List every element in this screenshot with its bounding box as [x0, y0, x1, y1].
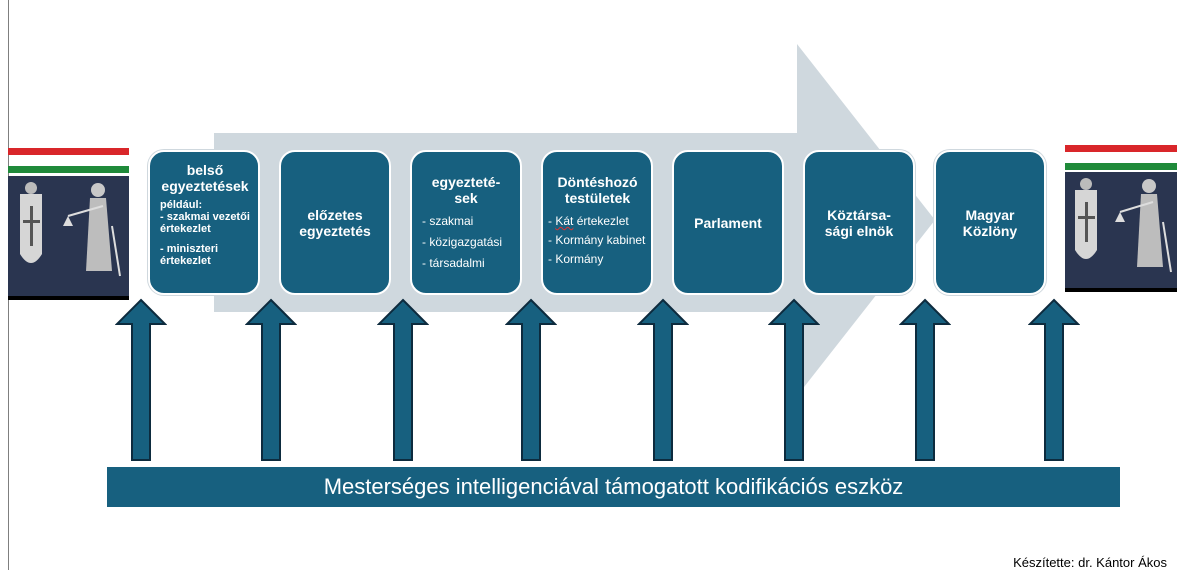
step-item: - miniszteri értekezlet	[160, 243, 219, 267]
step-belso-egyeztetesek: belső egyeztetések például: - szakmai ve…	[148, 150, 260, 295]
up-arrow-icon	[115, 298, 167, 461]
step-magyar-kozlony: Magyar Közlöny	[934, 150, 1046, 295]
step-donteshozo-testuletek: Döntéshozó testületek - Kát értekezlet -…	[541, 150, 653, 295]
up-arrow-icon	[1028, 298, 1080, 461]
step-item: - közigazgatási	[422, 235, 503, 249]
up-arrow-icon	[637, 298, 689, 461]
step-item-rest: értekezlet	[573, 214, 629, 228]
step-item-kat: Kát	[555, 214, 574, 228]
step-title: Döntéshozó testületek	[557, 174, 638, 206]
flag-stripe-green-right	[1065, 163, 1177, 170]
step-title: belső egyeztetések	[161, 162, 249, 194]
justice-emblem-right	[1065, 172, 1177, 292]
up-arrow-icon	[377, 298, 429, 461]
flag-stripe-green-left	[8, 166, 129, 173]
step-item-prefix: -	[548, 214, 556, 228]
hungarian-coat-of-arms-icon	[1075, 178, 1172, 273]
step-title: egyezteté-sek	[431, 174, 501, 206]
step-item: - Kát értekezlet	[548, 214, 647, 228]
up-arrow-icon	[899, 298, 951, 461]
step-title: Magyar Közlöny	[962, 206, 1018, 239]
justice-emblem-left	[8, 176, 129, 300]
up-arrow-icon	[245, 298, 297, 461]
step-elozetes-egyeztetes: előzetes egyeztetés	[279, 150, 391, 295]
up-arrow-icon	[768, 298, 820, 461]
flag-stripe-red-right	[1065, 145, 1177, 152]
flag-stripe-red-left	[8, 148, 129, 155]
step-title: előzetes egyeztetés	[299, 206, 371, 239]
step-parlament: Parlament	[672, 150, 784, 295]
author-credit: Készítette: dr. Kántor Ákos	[1013, 555, 1167, 570]
step-item: - szakmai	[422, 214, 474, 228]
step-egyeztetesek: egyezteté-sek - szakmai - közigazgatási …	[410, 150, 522, 295]
step-koztarsasagi-elnok: Köztársa-sági elnök	[803, 150, 915, 295]
step-item: - Kormány	[548, 252, 604, 266]
justitia-scales-icon	[20, 182, 121, 277]
step-subtitle: például:	[160, 199, 203, 211]
step-item: - Kormány kabinet	[548, 233, 646, 247]
step-item: - szakmai vezetői értekezlet	[160, 211, 250, 235]
ai-tool-banner: Mesterséges intelligenciával támogatott …	[107, 467, 1120, 507]
up-arrow-icon	[505, 298, 557, 461]
step-title: Parlament	[694, 214, 762, 231]
step-item: - társadalmi	[422, 256, 485, 270]
step-title: Köztársa-sági elnök	[824, 206, 894, 239]
